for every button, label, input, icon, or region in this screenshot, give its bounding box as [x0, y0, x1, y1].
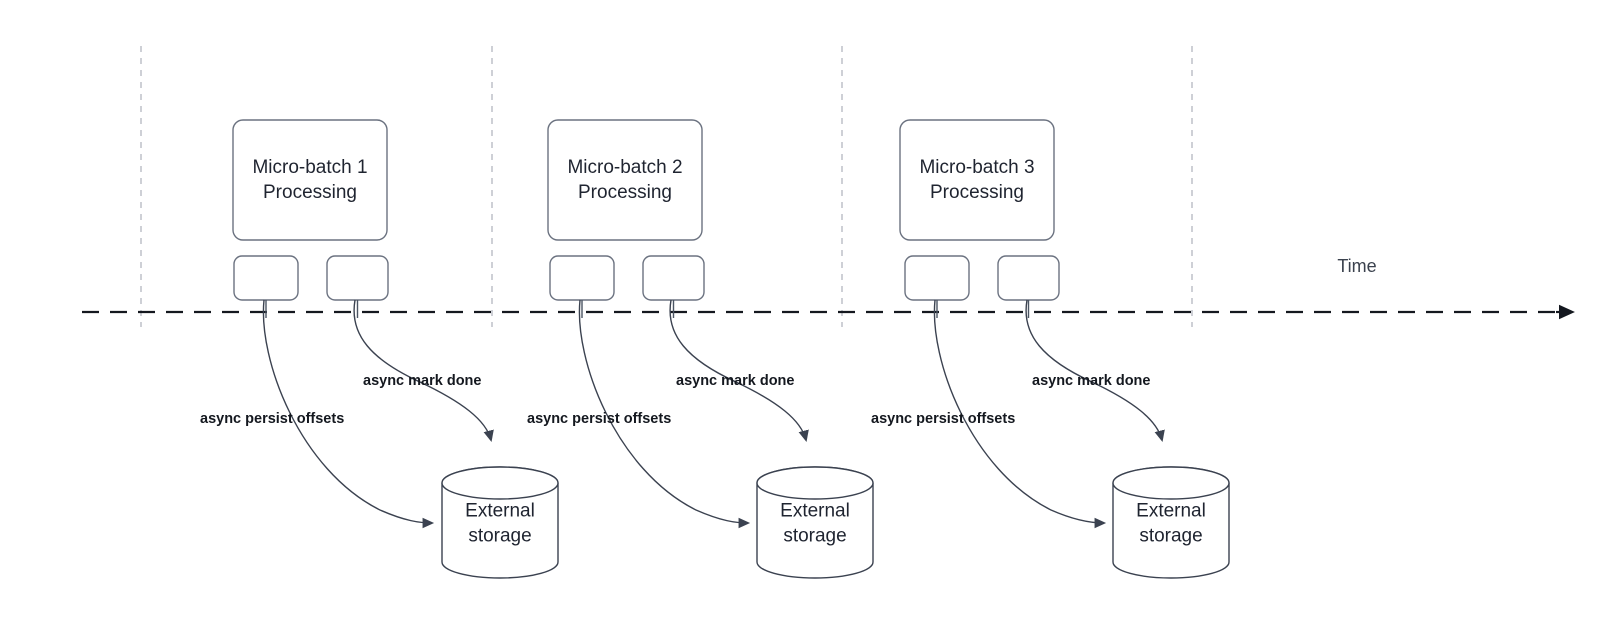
micro-batch-title: Micro-batch 3: [919, 157, 1034, 178]
async-mark-done-edge: [353, 299, 494, 443]
async-persist-offsets-edge-label: async persist offsets: [871, 411, 1015, 427]
external-storage-label-line1: External: [465, 501, 535, 522]
async-persist-offsets-edge: [262, 299, 435, 529]
async-persist-offsets-edge: [578, 299, 751, 529]
async-mark-done-edge: [1025, 299, 1165, 443]
external-storage-cylinder-top: [1112, 466, 1230, 500]
micro-batch-processing-box[interactable]: [899, 119, 1055, 241]
micro-batch-processing-box[interactable]: [547, 119, 703, 241]
external-storage-label-line1: External: [780, 501, 850, 522]
micro-batch-title: Micro-batch 1: [252, 157, 367, 178]
external-storage-label-line2: storage: [468, 526, 531, 547]
async-persist-offsets-edge-label: async persist offsets: [200, 411, 344, 427]
micro-batch-subtitle: Processing: [263, 182, 357, 203]
micro-batch-group-3: Micro-batch 3 Processing async persist off…: [871, 119, 1230, 579]
micro-batch-title: Micro-batch 2: [567, 157, 682, 178]
async-mark-done-edge-label: async mark done: [363, 373, 481, 389]
persist-offsets-task[interactable]: [904, 255, 970, 301]
persist-offsets-task[interactable]: [549, 255, 615, 301]
mark-done-task[interactable]: [997, 255, 1060, 301]
mark-done-task[interactable]: [326, 255, 389, 301]
async-persist-offsets-edge-label: async persist offsets: [527, 411, 671, 427]
external-storage-label-line1: External: [1136, 501, 1206, 522]
external-storage-cylinder-top: [441, 466, 559, 500]
micro-batch-groups: Micro-batch 1 Processing async persist off…: [200, 119, 1230, 579]
persist-offsets-task[interactable]: [233, 255, 299, 301]
micro-batch-processing-box[interactable]: [232, 119, 388, 241]
async-mark-done-edge-label: async mark done: [1032, 373, 1150, 389]
async-mark-done-edge-label: async mark done: [676, 373, 794, 389]
external-storage-cylinder-top: [756, 466, 874, 500]
time-axis: Time: [82, 256, 1575, 320]
micro-batch-subtitle: Processing: [930, 182, 1024, 203]
micro-batch-group-1: Micro-batch 1 Processing async persist off…: [200, 119, 559, 579]
mark-done-task[interactable]: [642, 255, 705, 301]
micro-batch-subtitle: Processing: [578, 182, 672, 203]
external-storage-label-line2: storage: [1139, 526, 1202, 547]
async-mark-done-edge: [669, 299, 809, 443]
external-storage-label-line2: storage: [783, 526, 846, 547]
async-persist-offsets-edge: [933, 299, 1107, 529]
time-axis-label: Time: [1337, 256, 1376, 276]
micro-batch-group-2: Micro-batch 2 Processing async persist off…: [527, 119, 874, 579]
